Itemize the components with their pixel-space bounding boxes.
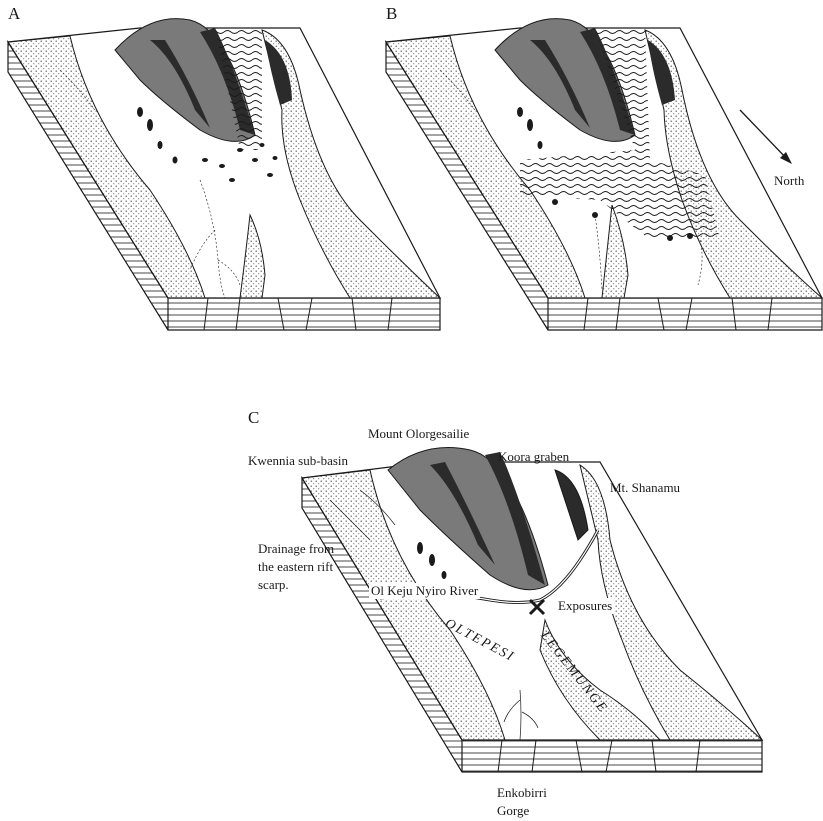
block-diagram-a [8, 19, 440, 330]
mount-olorgesailie-label: Mount Olorgesailie [368, 426, 469, 442]
panel-label-a: A [8, 6, 20, 22]
panel-label-c: C [248, 410, 259, 426]
north-label: North [774, 173, 804, 189]
kwennia-sub-basin-label: Kwennia sub-basin [248, 453, 348, 469]
mt-shanamu-label: Mt. Shanamu [610, 480, 680, 496]
block-diagram-c [302, 448, 762, 773]
enkobirri-gorge-label: Enkobirri Gorge [497, 784, 567, 820]
ol-keju-nyiro-river-label: Ol Keju Nyiro River [369, 583, 480, 599]
panel-label-b: B [386, 6, 397, 22]
koora-graben-label: Koora graben [498, 449, 569, 465]
drainage-label: Drainage from the eastern rift scarp. [258, 540, 348, 594]
block-diagram-b [386, 19, 822, 330]
exposures-label: Exposures [556, 598, 614, 614]
